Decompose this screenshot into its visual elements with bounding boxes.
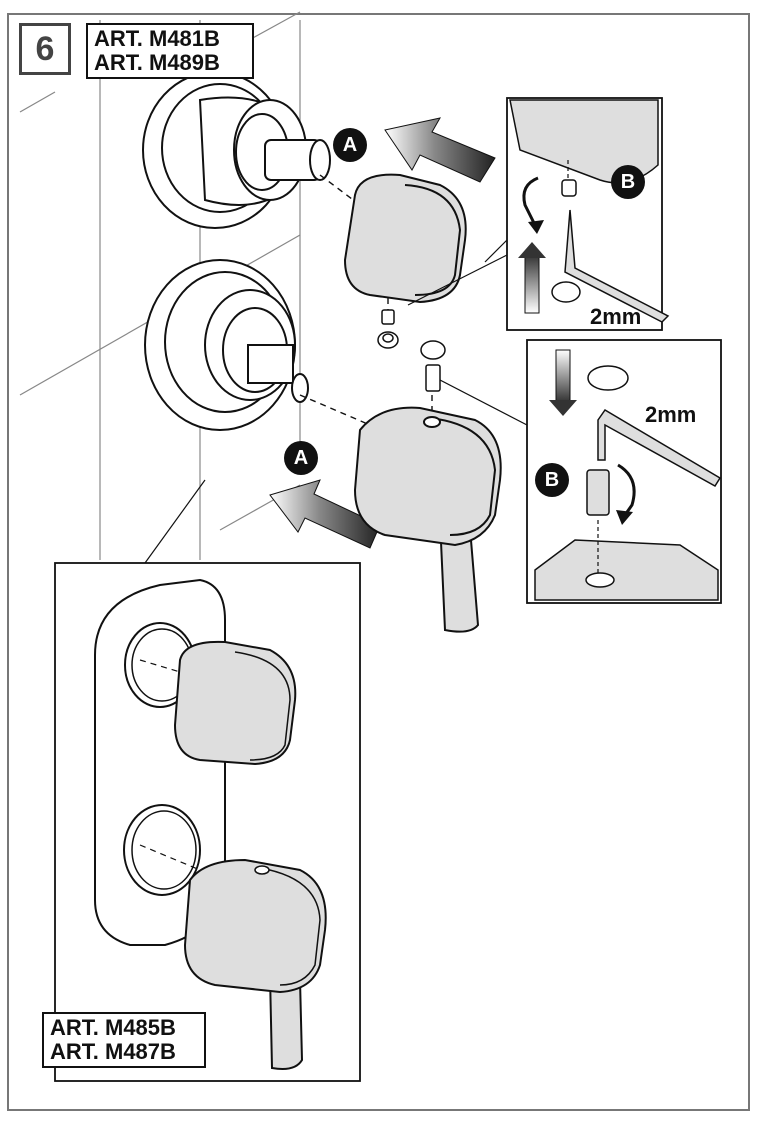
hex-key-size-lower: 2mm [645, 402, 697, 427]
marker-a-lower: A [284, 441, 318, 475]
hex-key-size-upper: 2mm [590, 304, 642, 329]
inset-assembled-view [54, 479, 361, 1082]
model-label-top: ART. M481B ART. M489B [86, 23, 254, 79]
page-frame [7, 13, 750, 1111]
lower-valve-assembly [144, 259, 309, 431]
upper-grub-screw [377, 309, 399, 349]
marker-b-lower: B [535, 463, 569, 497]
upper-knob [343, 173, 467, 304]
model-code: ART. M481B [94, 26, 220, 51]
model-label-bottom: ART. M485B ART. M487B [42, 1012, 206, 1068]
lower-cap-and-screw [420, 340, 446, 392]
model-code: ART. M489B [94, 50, 220, 75]
inset-fit-screw [439, 339, 722, 604]
push-arrow-upper [384, 117, 496, 183]
model-code: ART. M487B [50, 1039, 176, 1064]
push-arrow-lower [269, 479, 381, 549]
upper-valve-assembly [142, 71, 331, 229]
lever-handle [353, 406, 502, 633]
model-code: ART. M485B [50, 1015, 176, 1040]
step-number: 6 [19, 23, 71, 75]
marker-a-upper: A [333, 128, 367, 162]
inset-remove-screw [407, 97, 670, 331]
marker-b-upper: B [611, 165, 645, 199]
